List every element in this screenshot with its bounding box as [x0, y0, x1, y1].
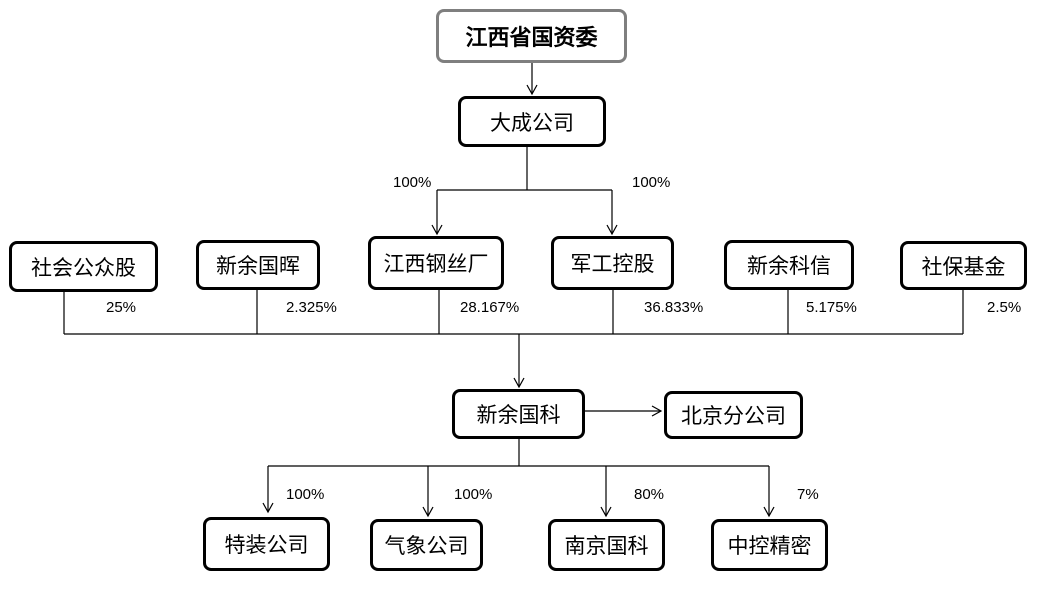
pct-nanjing-guoke: 80%: [634, 486, 665, 503]
node-social-security-fund: 社保基金: [900, 241, 1027, 290]
node-xinyu-kexin: 新余科信: [724, 240, 854, 290]
pct-xinyu-guohui: 2.325%: [286, 299, 337, 316]
node-public-shareholders: 社会公众股: [9, 241, 158, 292]
pct-dacheng-to-military: 100%: [632, 174, 671, 191]
node-jiangxi-steel-wire: 江西钢丝厂: [368, 236, 504, 290]
pct-qixiang: 100%: [454, 486, 493, 503]
node-nanjing-guoke: 南京国科: [548, 519, 665, 571]
node-jiangxi-sasac: 江西省国资委: [436, 9, 627, 63]
pct-jiangxi-steel: 28.167%: [460, 299, 520, 316]
node-tezhuang: 特装公司: [203, 517, 330, 571]
node-beijing-branch: 北京分公司: [664, 391, 803, 439]
pct-military: 36.833%: [644, 299, 704, 316]
pct-dacheng-to-jiangxi-steel: 100%: [393, 174, 432, 191]
node-dacheng: 大成公司: [458, 96, 606, 147]
node-xinyu-guohui: 新余国晖: [196, 240, 320, 290]
node-xinyu-guoke: 新余国科: [452, 389, 585, 439]
pct-social-security: 2.5%: [987, 299, 1022, 316]
pct-tezhuang: 100%: [286, 486, 325, 503]
pct-public: 25%: [106, 299, 137, 316]
pct-zhongkong: 7%: [797, 486, 819, 503]
node-qixiang: 气象公司: [370, 519, 483, 571]
pct-xinyu-kexin: 5.175%: [806, 299, 857, 316]
node-military-holding: 军工控股: [551, 236, 674, 290]
node-zhongkong: 中控精密: [711, 519, 828, 571]
